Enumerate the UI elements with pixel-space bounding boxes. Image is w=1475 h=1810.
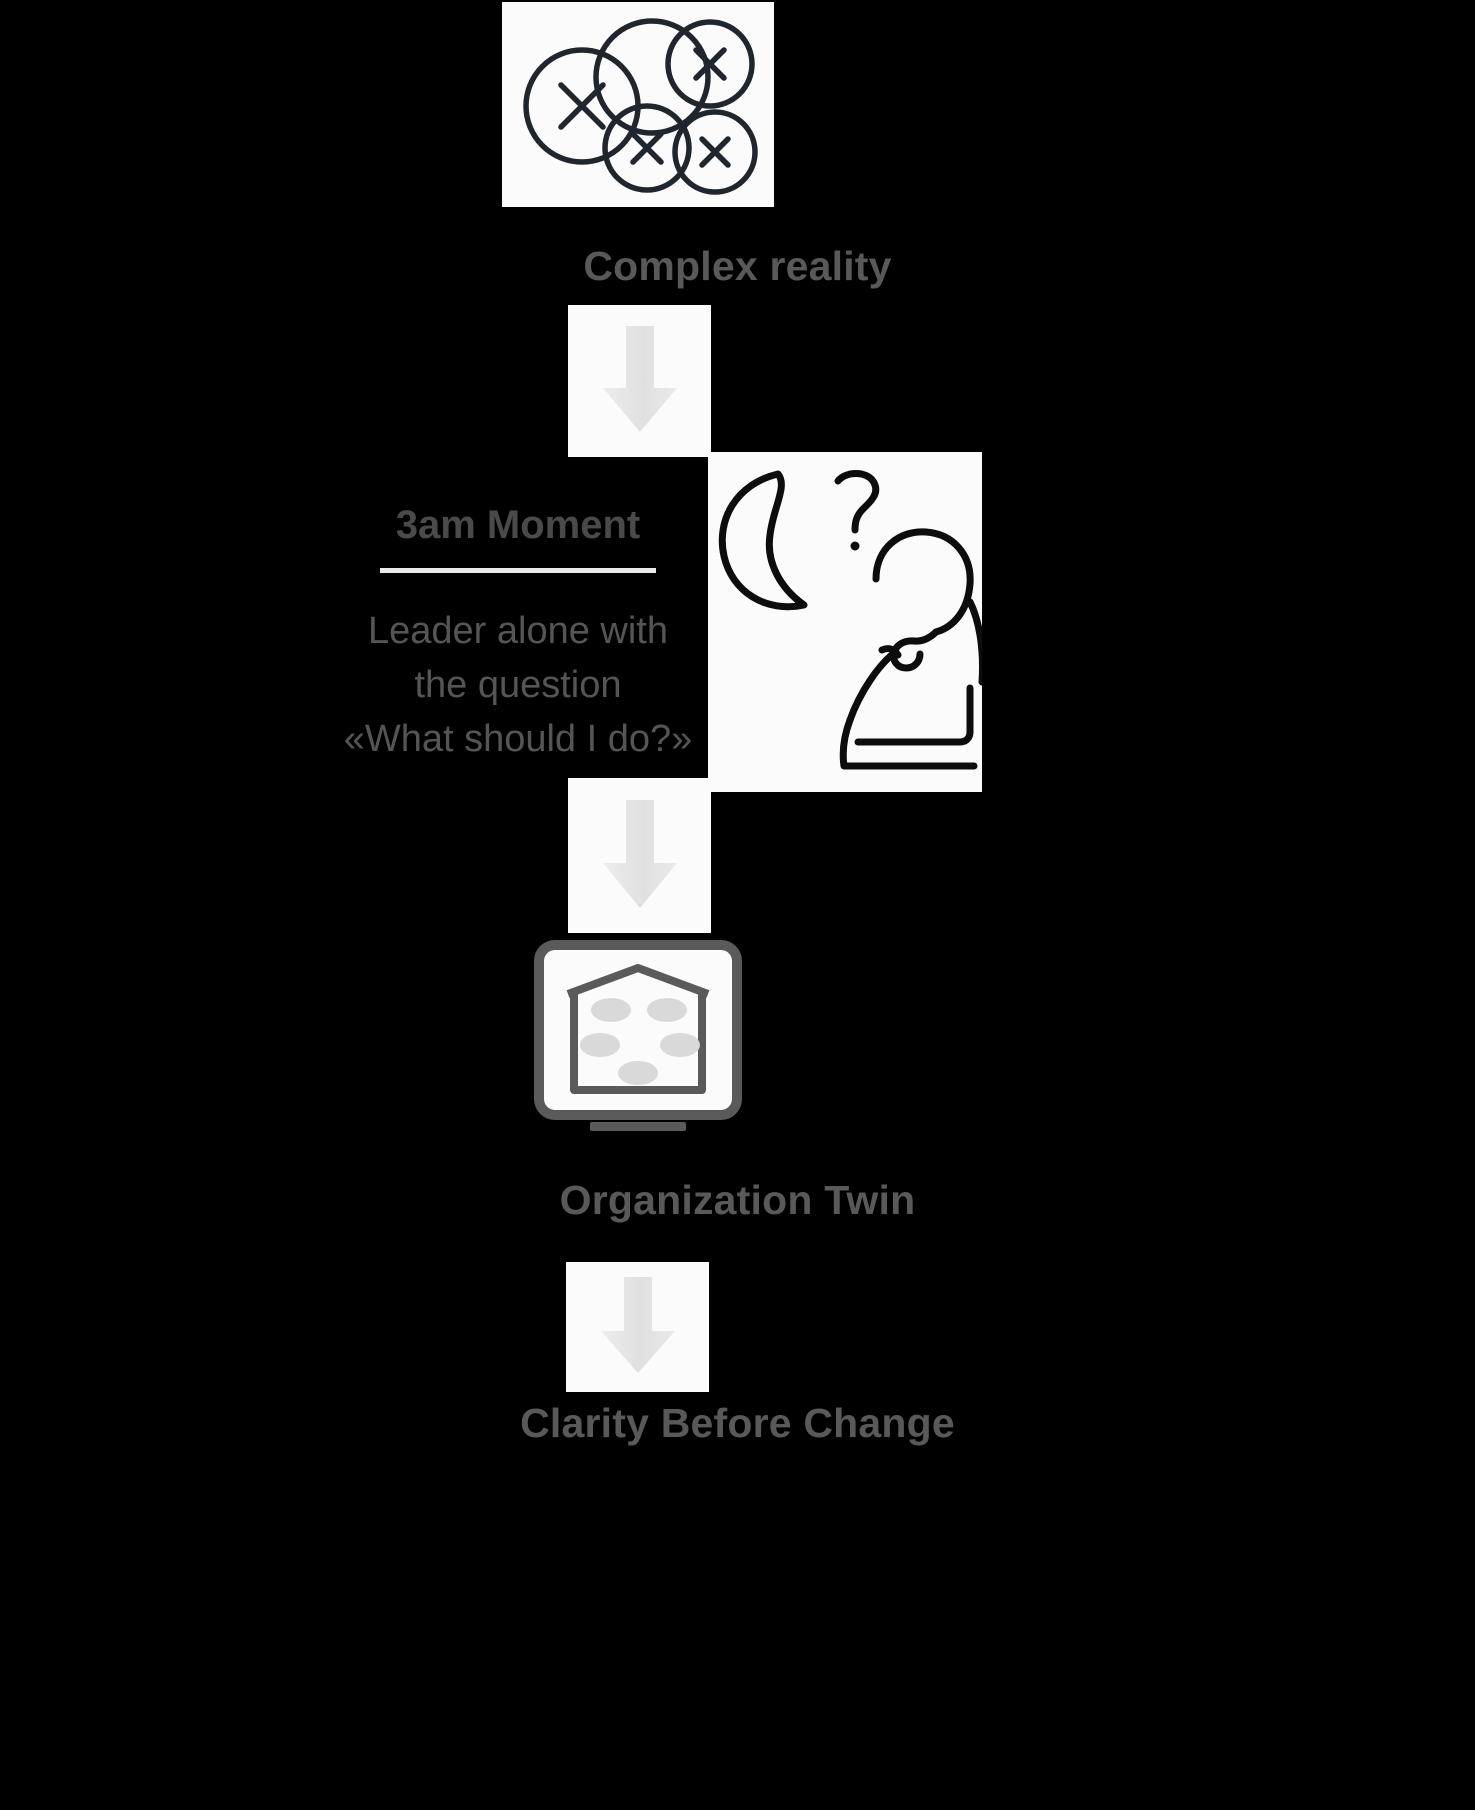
complex-reality-image-tile <box>502 2 774 207</box>
three-am-moment-body: Leader alone with the question «What sho… <box>318 605 718 767</box>
stage-label-clarity-before-change: Clarity Before Change <box>520 1400 955 1446</box>
flow-arrow-1 <box>568 305 711 457</box>
person-thinking-moon-question-icon <box>718 470 982 770</box>
flow-arrow-3 <box>566 1262 709 1392</box>
organization-twin-image-tile <box>534 940 742 1140</box>
flow-arrow-2 <box>568 778 711 933</box>
down-arrow-icon <box>602 799 677 908</box>
three-am-moment-heading: 3am Moment <box>395 503 641 547</box>
stage-label-organization-twin: Organization Twin <box>559 1177 916 1223</box>
moment-body-line-1: Leader alone with <box>368 610 668 652</box>
down-arrow-icon <box>602 326 677 432</box>
overlapping-circles-with-x-icon <box>523 18 758 195</box>
moment-body-line-3: «What should I do?» <box>343 717 693 760</box>
monitor-building-dots-icon <box>534 940 742 1131</box>
stage-label-complex-reality: Complex reality <box>583 243 892 289</box>
thinking-person-image-tile <box>708 452 982 792</box>
down-arrow-icon <box>600 1277 675 1373</box>
heading-divider <box>380 568 656 573</box>
moment-body-line-2: the question <box>414 663 622 706</box>
three-am-moment-block: 3am Moment Leader alone with the questio… <box>318 500 718 767</box>
